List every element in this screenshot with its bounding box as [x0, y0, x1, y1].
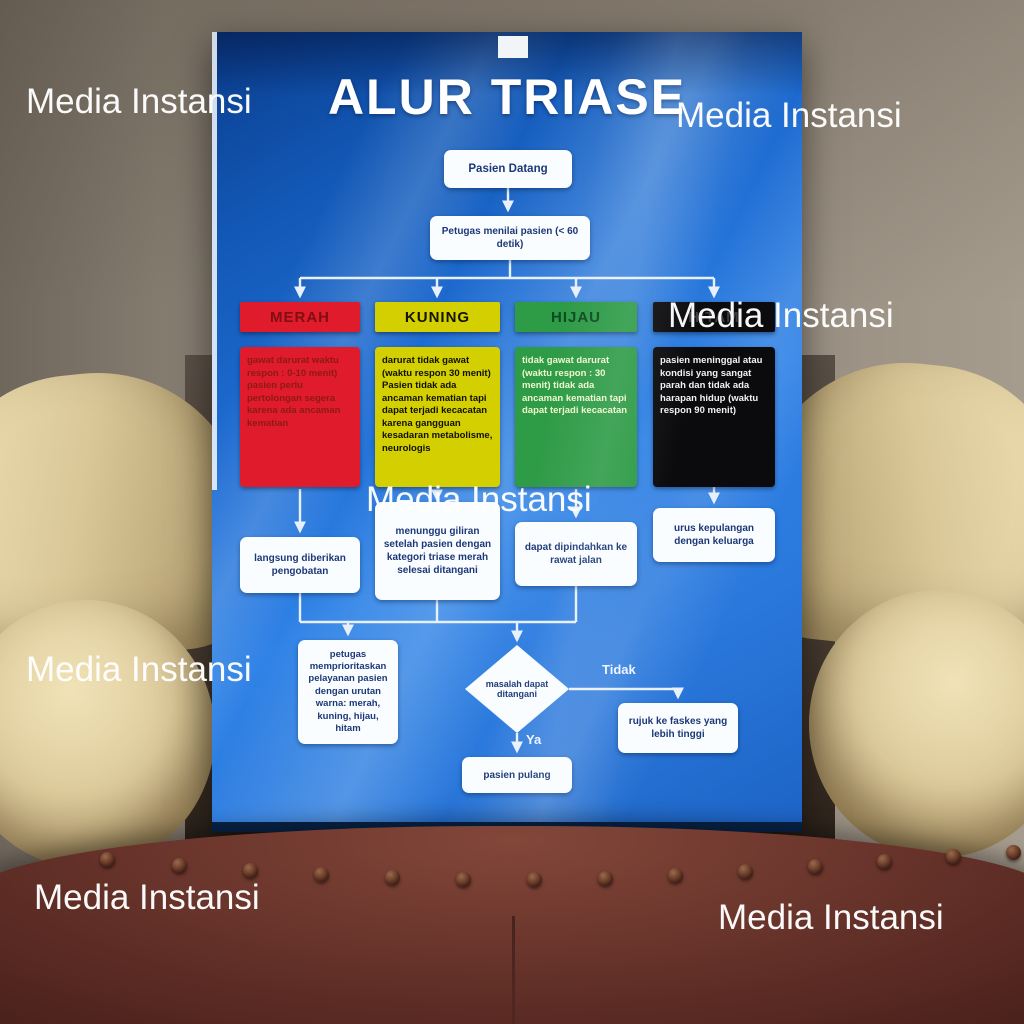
watermark: Media Instansi	[676, 96, 902, 135]
discharge-node: pasien pulang	[462, 757, 572, 793]
category-desc-kuning: darurat tidak gawat (waktu respon 30 men…	[375, 347, 500, 487]
action-node-hitam: urus kepulangan dengan keluarga	[653, 508, 775, 562]
category-desc-hijau: tidak gawat darurat (waktu respon : 30 m…	[515, 347, 637, 487]
category-column-hitam: HITAM pasien meninggal atau kondisi yang…	[653, 302, 775, 487]
category-header-hijau: HIJAU	[515, 302, 637, 332]
chair-arm-left	[0, 358, 262, 875]
triage-poster: ALUR TRIASE	[212, 32, 802, 832]
category-header-merah: MERAH	[240, 302, 360, 332]
flow-connectors	[294, 188, 720, 754]
category-column-hijau: HIJAU tidak gawat darurat (waktu respon …	[515, 302, 637, 487]
category-desc-merah: gawat darurat waktu respon : 0-10 menit)…	[240, 347, 360, 487]
watermark: Media Instansi	[26, 82, 252, 121]
poster-edge-highlight	[212, 32, 217, 491]
action-node-kuning: menunggu giliran setelah pasien dengan k…	[375, 502, 500, 600]
decision-yes-label: Ya	[526, 732, 542, 747]
assess-node: Petugas menilai pasien (< 60 detik)	[430, 216, 590, 260]
chair-arm-left-scroll	[0, 600, 215, 868]
upholstery-stud	[527, 872, 542, 887]
upholstery-stud	[738, 864, 753, 879]
upholstery-stud	[1006, 845, 1021, 860]
leather-bench	[0, 826, 1024, 1024]
category-column-merah: MERAH gawat darurat waktu respon : 0-10 …	[240, 302, 360, 487]
watermark: Media Instansi	[718, 898, 944, 937]
chair-arm-right	[741, 348, 1024, 875]
watermark: Media Instansi	[26, 650, 252, 689]
start-node: Pasien Datang	[444, 150, 572, 188]
action-node-hijau: dapat dipindahkan ke rawat jalan	[515, 522, 637, 586]
upholstery-stud	[877, 854, 892, 869]
poster-corner-tab	[498, 36, 528, 58]
category-header-hitam: HITAM	[653, 302, 775, 332]
upholstery-stud	[385, 870, 400, 885]
chair-arm-right-scroll	[809, 590, 1024, 858]
category-header-kuning: KUNING	[375, 302, 500, 332]
upholstery-stud	[668, 868, 683, 883]
watermark: Media Instansi	[668, 296, 894, 335]
priority-node: petugas memprioritaskan pelayanan pasien…	[298, 640, 398, 744]
upholstery-stud	[243, 863, 258, 878]
watermark: Media Instansi	[366, 480, 592, 519]
upholstery-stud	[946, 849, 961, 864]
upholstery-stud	[598, 871, 613, 886]
upholstery-stud	[100, 852, 115, 867]
watermark: Media Instansi	[34, 878, 260, 917]
upholstery-stud	[314, 867, 329, 882]
action-node-merah: langsung diberikan pengobatan	[240, 537, 360, 593]
category-desc-hitam: pasien meninggal atau kondisi yang sanga…	[653, 347, 775, 487]
decision-no-label: Tidak	[602, 662, 636, 677]
poster-title: ALUR TRIASE	[327, 69, 687, 125]
upholstery-stud	[172, 858, 187, 873]
upholstery-stud	[808, 859, 823, 874]
refer-node: rujuk ke faskes yang lebih tinggi	[618, 703, 738, 753]
upholstery-stud	[456, 872, 471, 887]
category-column-kuning: KUNING darurat tidak gawat (waktu respon…	[375, 302, 500, 487]
